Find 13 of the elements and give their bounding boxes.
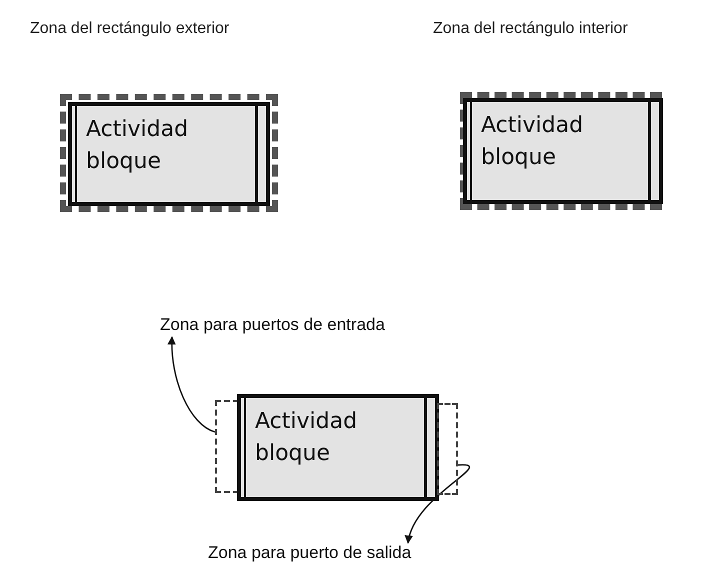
- activity-block: [237, 394, 439, 501]
- curved-arrow: [168, 336, 216, 433]
- port-zone: [437, 403, 458, 495]
- block-label: Actividad bloque: [255, 408, 358, 468]
- annotation-text: Zona para puerto de salida: [208, 542, 412, 564]
- annotation-text: Zona para puertos de entrada: [160, 314, 385, 336]
- block-label: Actividad bloque: [481, 112, 584, 172]
- curved-arrow: [406, 464, 470, 544]
- zone-heading: Zona del rectángulo interior: [433, 20, 628, 38]
- block-label: Actividad bloque: [86, 116, 190, 176]
- activity-block: [68, 102, 270, 206]
- zone-heading: Zona del rectángulo exterior: [30, 20, 230, 38]
- activity-block: [463, 98, 663, 204]
